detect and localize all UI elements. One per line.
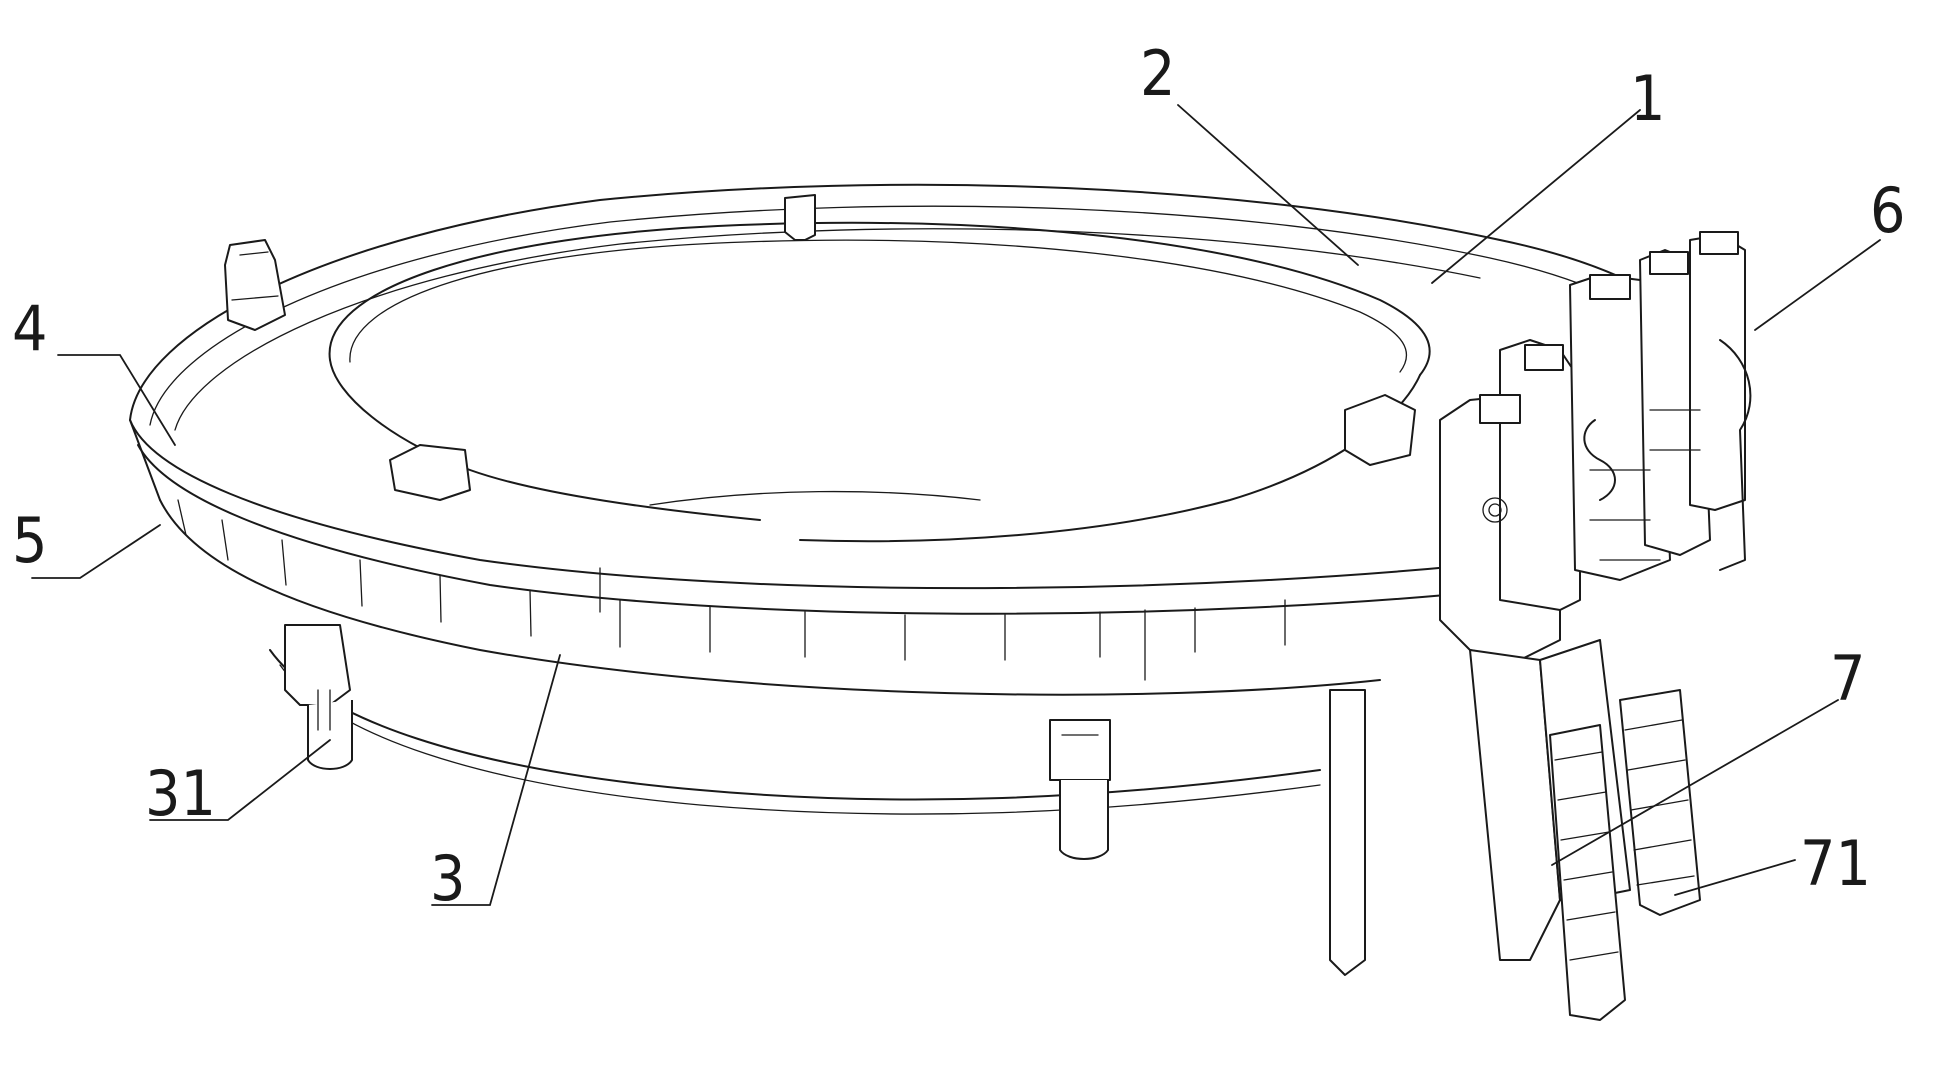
callout-6: 6 xyxy=(1870,174,1905,247)
leader-6 xyxy=(1754,239,1881,331)
leader-71 xyxy=(1674,859,1796,896)
control-housing xyxy=(1439,231,1752,1021)
leader-2 xyxy=(1177,104,1359,266)
leader-31 xyxy=(149,739,331,821)
leader-1 xyxy=(1431,109,1641,284)
leader-7 xyxy=(1551,699,1839,866)
leader-4 xyxy=(57,354,176,446)
top-latch xyxy=(224,239,286,331)
callout-labels: 1 2 3 4 5 6 7 31 71 xyxy=(12,37,1905,915)
leader-lines xyxy=(31,104,1881,906)
callout-2: 2 xyxy=(1140,37,1175,110)
callout-1: 1 xyxy=(1630,62,1665,135)
callout-4: 4 xyxy=(12,292,47,365)
inner-ring xyxy=(328,194,1431,543)
callout-31: 31 xyxy=(145,757,216,830)
callout-7: 7 xyxy=(1830,642,1865,715)
callout-3: 3 xyxy=(430,842,465,915)
leader-3 xyxy=(431,654,561,906)
callout-71: 71 xyxy=(1800,827,1871,900)
legs xyxy=(284,624,1366,976)
leader-5 xyxy=(31,524,161,579)
callout-5: 5 xyxy=(12,504,47,577)
skirt-ribs xyxy=(177,499,1286,661)
